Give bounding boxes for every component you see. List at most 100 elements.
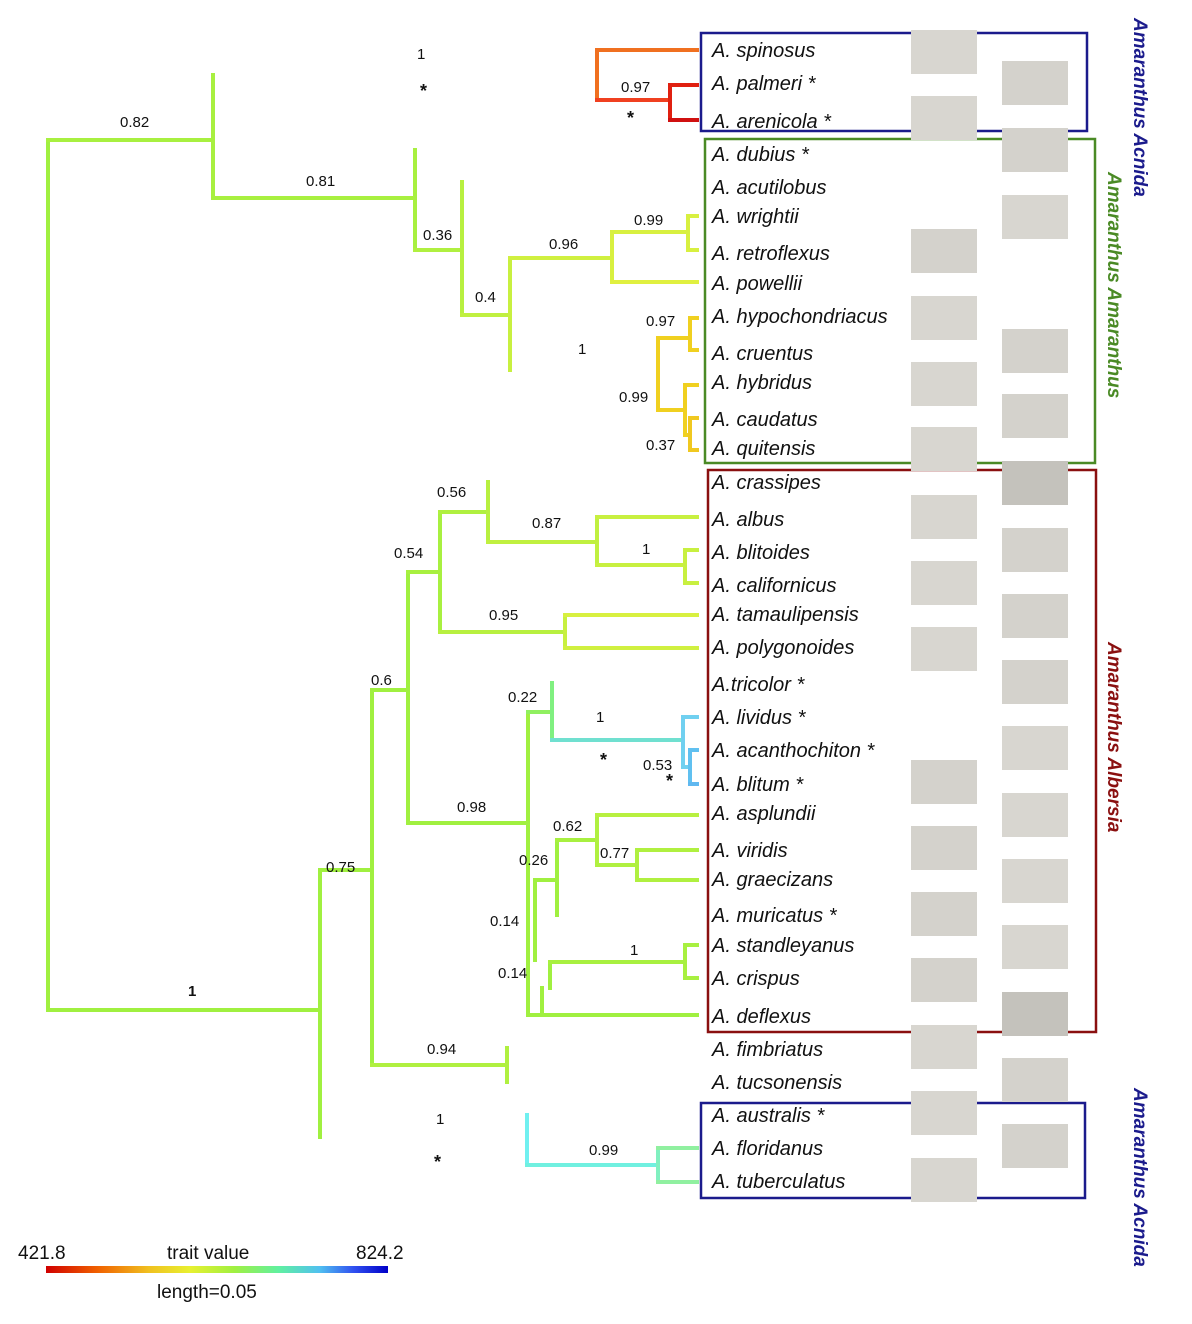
plant-photo [1002, 128, 1068, 172]
taxon-label: A. tuberculatus [711, 1171, 845, 1193]
taxon-label: A. albus [711, 509, 784, 531]
taxon-label: A. acutilobus [711, 177, 827, 199]
asterisk-marker: * [434, 1152, 441, 1172]
support-value: 0.14 [490, 913, 519, 930]
taxon-label: A. arenicola * [711, 111, 832, 133]
plant-photo [1002, 329, 1068, 373]
plant-photo [911, 362, 977, 406]
support-value: 0.4 [475, 289, 496, 306]
taxon-label: A. hybridus [711, 372, 812, 394]
plant-photo [911, 30, 977, 74]
support-value: 0.81 [306, 173, 335, 190]
plant-photo [1002, 859, 1068, 903]
plant-photo [911, 1158, 977, 1202]
taxon-label: A. powellii [711, 273, 803, 295]
legend-color-bar [46, 1266, 388, 1273]
taxon-label: A. blitoides [711, 542, 810, 564]
plant-photo [911, 1091, 977, 1135]
taxon-label: A. crassipes [711, 472, 821, 494]
plant-photo [911, 958, 977, 1002]
taxon-label: A. retroflexus [711, 243, 830, 265]
asterisk-marker: * [420, 81, 427, 101]
support-value: 1 [596, 709, 604, 726]
plant-photo [911, 627, 977, 671]
taxon-label: A. lividus * [711, 707, 807, 729]
plant-photo [911, 826, 977, 870]
support-value: 0.36 [423, 227, 452, 244]
significance-markers: * * * * * [420, 81, 673, 1172]
support-value: 0.37 [646, 437, 675, 454]
support-value: 0.99 [619, 389, 648, 406]
support-value: 0.97 [646, 313, 675, 330]
taxon-label: A. dubius * [711, 144, 810, 166]
taxon-label: A. muricatus * [711, 905, 838, 927]
support-value: 0.97 [621, 79, 650, 96]
plant-photo [1002, 594, 1068, 638]
plant-photo [1002, 726, 1068, 770]
support-value: 0.87 [532, 515, 561, 532]
clade-labels: Amaranthus Acnida Amaranthus Amaranthus … [1103, 17, 1150, 1267]
support-value: 0.96 [549, 236, 578, 253]
taxon-label: A. fimbriatus [711, 1039, 823, 1061]
legend-min: 421.8 [18, 1243, 66, 1264]
tree-branches [46, 48, 699, 1184]
plant-photo [1002, 461, 1068, 505]
support-value: 0.6 [371, 672, 392, 689]
asterisk-marker: * [666, 771, 673, 791]
support-value: 0.14 [498, 965, 527, 982]
support-value: 0.82 [120, 114, 149, 131]
taxon-label: A. floridanus [711, 1138, 823, 1160]
asterisk-marker: * [600, 750, 607, 770]
plant-photo [911, 96, 977, 140]
legend-scale: length=0.05 [157, 1282, 257, 1303]
taxon-label: A. deflexus [711, 1006, 811, 1028]
support-value: 0.98 [457, 799, 486, 816]
support-value: 1 [188, 983, 196, 1000]
taxon-label: A. polygonoides [711, 637, 854, 659]
taxon-label: A. spinosus [711, 40, 815, 62]
legend-max: 824.2 [356, 1243, 404, 1264]
clade-label-amaranthus: Amaranthus Amaranthus [1103, 171, 1124, 398]
plant-photo [1002, 660, 1068, 704]
taxon-label: A. tamaulipensis [711, 604, 859, 626]
support-value: 0.77 [600, 845, 629, 862]
plant-photo [1002, 1058, 1068, 1102]
support-value: 0.54 [394, 545, 423, 562]
plant-photo [1002, 793, 1068, 837]
plant-photo [1002, 992, 1068, 1036]
trait-legend: 421.8 trait value 824.2 length=0.05 [18, 1243, 404, 1303]
taxon-labels: A. spinosus A. palmeri * A. arenicola * … [711, 40, 888, 1193]
plant-photos [911, 30, 1068, 1202]
plant-photo [1002, 195, 1068, 239]
taxon-label: A. quitensis [711, 438, 815, 460]
taxon-label: A. wrightii [711, 206, 799, 228]
clade-label-acnida-top: Amaranthus Acnida [1129, 17, 1150, 197]
taxon-label: A. caudatus [711, 409, 818, 431]
taxon-label: A. asplundii [711, 803, 816, 825]
support-value: 1 [436, 1111, 444, 1128]
plant-photo [1002, 925, 1068, 969]
taxon-label: A. hypochondriacus [711, 306, 888, 328]
plant-photo [911, 561, 977, 605]
clade-label-acnida-bottom: Amaranthus Acnida [1129, 1087, 1150, 1267]
plant-photo [1002, 394, 1068, 438]
taxon-label: A. palmeri * [711, 73, 817, 95]
support-value: 0.62 [553, 818, 582, 835]
plant-photo [911, 296, 977, 340]
asterisk-marker: * [627, 108, 634, 128]
support-value: 0.75 [326, 859, 355, 876]
support-value: 0.99 [589, 1142, 618, 1159]
plant-photo [911, 495, 977, 539]
taxon-label: A. californicus [711, 575, 837, 597]
taxon-label: A.tricolor * [711, 674, 805, 696]
taxon-label: A. blitum * [711, 774, 804, 796]
support-value: 0.99 [634, 212, 663, 229]
support-value: 0.53 [643, 757, 672, 774]
support-value: 0.22 [508, 689, 537, 706]
plant-photo [911, 1025, 977, 1069]
support-value: 0.56 [437, 484, 466, 501]
plant-photo [911, 427, 977, 471]
support-value: 1 [630, 942, 638, 959]
support-value: 1 [417, 46, 425, 63]
